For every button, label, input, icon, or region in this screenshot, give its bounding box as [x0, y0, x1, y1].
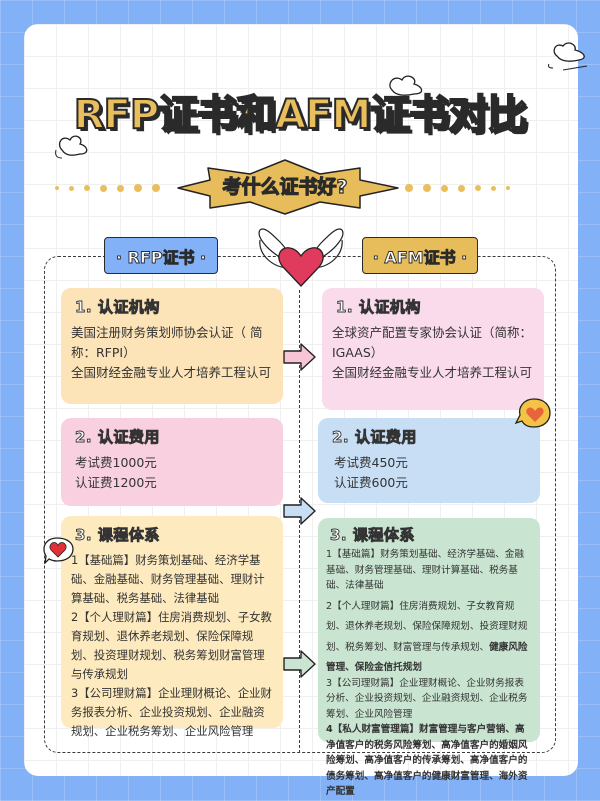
section-line: 考试费1000元 [75, 455, 157, 470]
arrow-right-icon [283, 497, 316, 525]
tag-rfp: · RFP证书 · [104, 237, 218, 274]
dotted-line-right [405, 184, 510, 192]
page-title: RFP证书和AFM证书对比 [73, 91, 529, 139]
arrow-right-icon [283, 343, 316, 371]
dotted-line-left [55, 184, 160, 192]
section-line: 1【基础篇】财务策划基础、经济学基础、金融基础、财务管理基础、理财计算基础、税务… [71, 553, 265, 605]
cloud-icon [548, 42, 588, 71]
section-heading: 1. 认证机构 [336, 298, 421, 317]
section-line: 美国注册财务策划师协会认证（ 简称：RFPI） [71, 325, 263, 360]
section-heading: 3. 课程体系 [75, 526, 160, 545]
afm-certifying-body: 1. 认证机构 全球资产配置专家协会认证（简称：IGAAS） 全国财经金融专业人… [322, 288, 544, 410]
section-line-bold: 4【私人财富管理篇】财富管理与客户营销、高净值客户的税务风险筹划、高净值客户的婚… [326, 724, 528, 797]
center-divider [299, 290, 300, 753]
tag-afm: · AFM证书 · [362, 237, 478, 274]
cloud-icon [389, 75, 423, 96]
subtitle: 考什么证书好? [222, 175, 348, 198]
section-line: 认证费1200元 [75, 475, 157, 490]
section-line: 全国财经金融专业人才培养工程认可 [332, 365, 533, 380]
rfp-curriculum: 3. 课程体系 1【基础篇】财务策划基础、经济学基础、金融基础、财务管理基础、理… [61, 516, 283, 738]
section-line: 认证费600元 [334, 475, 408, 490]
section-line: 1【基础篇】财务策划基础、经济学基础、金融基础、财务管理基础、理财计算基础、税务… [326, 549, 524, 591]
afm-fees: 2. 认证费用 考试费450元 认证费600元 [318, 418, 540, 503]
section-line-bold: 健康风险管理、保险金信托规划 [326, 641, 528, 674]
section-heading: 2. 认证费用 [75, 428, 160, 447]
arrow-right-icon [283, 650, 316, 678]
heart-speech-bubble-icon [43, 537, 74, 564]
cloud-icon [55, 135, 88, 159]
section-line: 2【个人理财篇】住房消费规划、子女教育规划、退休养老规划、保险保障规划、投资理财… [326, 600, 528, 653]
section-line: 考试费450元 [334, 455, 408, 470]
burst-banner [177, 159, 399, 215]
afm-curriculum: 3. 课程体系 1【基础篇】财务策划基础、经济学基础、金融基础、财务管理基础、理… [318, 518, 540, 797]
section-line: 2【个人理财篇】住房消费规划、子女教育规划、退休养老规划、保险保障规划、投资理财… [71, 610, 272, 681]
heart-speech-bubble-icon [514, 398, 551, 428]
section-line: 3【公司理财篇】企业理财概论、企业财务报表分析、企业投资规划、企业融资规划、企业… [71, 686, 272, 738]
section-line: 3【公司理财篇】企业理财概论、企业财务报表分析、企业投资规划、企业融资规划、企业… [326, 677, 528, 720]
winged-heart-icon [258, 228, 344, 287]
section-heading: 1. 认证机构 [75, 298, 160, 317]
section-line: 全国财经金融专业人才培养工程认可 [71, 365, 272, 380]
section-line: 全球资产配置专家协会认证（简称：IGAAS） [332, 325, 533, 360]
rfp-fees: 2. 认证费用 考试费1000元 认证费1200元 [61, 418, 283, 506]
rfp-certifying-body: 1. 认证机构 美国注册财务策划师协会认证（ 简称：RFPI） 全国财经金融专业… [61, 288, 283, 404]
section-heading: 2. 认证费用 [332, 428, 417, 447]
section-heading: 3. 课程体系 [330, 526, 415, 545]
